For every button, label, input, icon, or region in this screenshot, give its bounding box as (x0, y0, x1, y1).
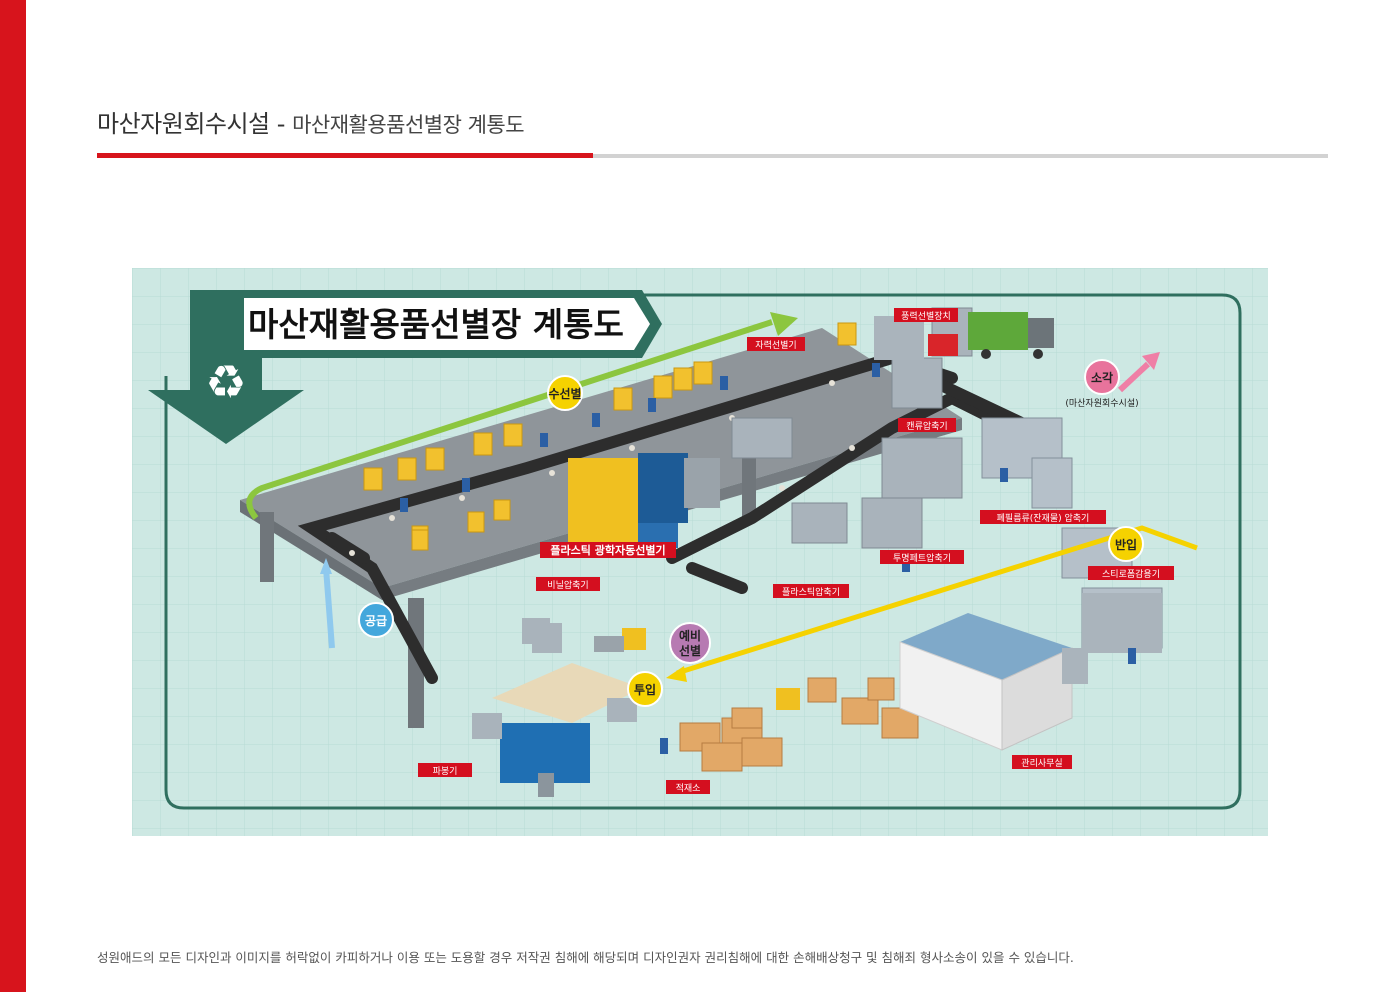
badge-carry-in-text: 반입 (1115, 537, 1137, 552)
page-title: 마산자원회수시설 - 마산재활용품선별장 계통도 (97, 104, 525, 139)
wind-separator-and-truck (874, 312, 1054, 360)
flow-arrow-yellow (676, 545, 1078, 676)
label-plastic-compressor: 플라스틱압축기 (782, 586, 840, 598)
badge-input-text: 투입 (634, 683, 656, 697)
label-bag-breaker: 파봉기 (433, 766, 458, 777)
badge-supply-text: 공급 (365, 614, 387, 628)
label-wind-separator: 풍력선별장치 (901, 310, 951, 322)
page-title-separator: - (269, 110, 293, 138)
flow-arrow-pink (1117, 361, 1151, 393)
banner (236, 290, 662, 358)
label-storage-yard: 적재소 (676, 782, 701, 794)
badge-carry-in (1108, 526, 1144, 562)
recycle-icon: ♻ (205, 355, 246, 409)
badge-pre-sort (669, 622, 711, 664)
flow-arrow-blue-head (320, 558, 332, 574)
label-magnetic-separator: 자력선별기 (755, 339, 796, 351)
label-plastic-optical-sorter: 플라스틱 광학자동선별기 (550, 543, 665, 557)
badge-pre-sort-text-1: 예비 (679, 628, 701, 643)
badge-incineration (1084, 359, 1120, 395)
badge-pre-sort-text-2: 선별 (679, 643, 701, 658)
badge-incineration-text: 소각 (1091, 370, 1113, 385)
flow-arrow-blue (323, 567, 335, 649)
process-diagram-canvas: ♻ 마산재활용품선별장 계통도 (132, 268, 1268, 836)
flow-arrow-yellow-right (1076, 525, 1198, 551)
conveyor-items (349, 380, 855, 556)
title-underline-red (97, 153, 593, 158)
flow-arrow-green (246, 319, 773, 520)
badge-input (627, 671, 663, 707)
sorting-bins (363, 322, 857, 551)
label-management-office: 관리사무실 (1021, 758, 1062, 769)
badge-hand-sort (547, 375, 583, 411)
incineration-facility-text: (마산자원회수시설) (1065, 398, 1138, 409)
page-title-sub: 마산재활용품선별장 계통도 (292, 113, 525, 137)
left-accent-stripe (0, 0, 26, 992)
badge-supply (358, 602, 394, 638)
diagram-frame (164, 293, 1242, 810)
styrofoam-reducer-machine (1062, 593, 1162, 684)
badge-hand-sort-text: 수선별 (548, 386, 581, 401)
process-diagram: ♻ 마산재활용품선별장 계통도 (132, 268, 1268, 836)
label-can-compressor: 캔류압축기 (906, 420, 947, 432)
flow-arrow-pink-head (1142, 352, 1160, 370)
label-vinyl-compressor: 비닐압축기 (547, 579, 588, 591)
label-styrofoam-reducer: 스티로폼감용기 (1102, 568, 1160, 580)
flow-arrow-yellow-head (666, 666, 687, 682)
flow-arrow-green-head (770, 312, 798, 336)
copyright-notice: 성원애드의 모든 디자인과 이미지를 허락없이 카피하거나 이용 또는 도용할 … (97, 950, 1074, 965)
management-office-building (899, 613, 1073, 751)
forklifts (594, 628, 800, 710)
title-underline-grey (97, 154, 1328, 158)
workers (400, 363, 1136, 754)
recycle-banner-arrow: ♻ (148, 290, 304, 444)
equipment-labels: 자력선별기 풍력선별장치 캔류압축기 플라스틱 광학자동선별기 비닐압축기 플라… (418, 308, 1174, 794)
page-title-main: 마산자원회수시설 (97, 110, 270, 138)
label-clear-pet-compressor: 투명페트압축기 (893, 552, 951, 564)
optical-sorter-machine (568, 453, 720, 548)
bag-breaker-area (472, 618, 642, 797)
banner-title: 마산재활용품선별장 계통도 (248, 305, 624, 344)
label-film-residue-compressor: 폐필름류(잔재물) 압축기 (997, 512, 1090, 524)
